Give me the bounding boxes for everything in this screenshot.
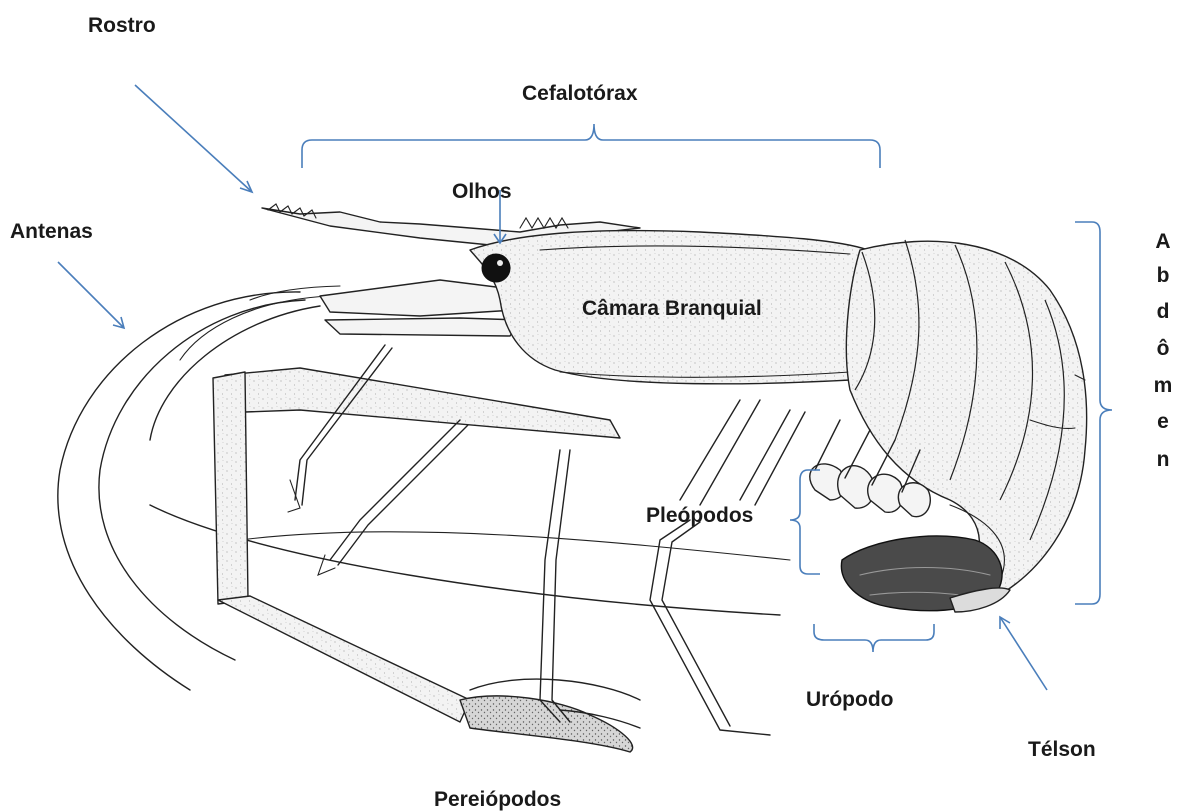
- antenas-pointer: [58, 262, 124, 328]
- abdomen-letter: m: [1154, 374, 1173, 397]
- tail-fan-drawing: [841, 536, 1010, 612]
- abdomen-letter: b: [1157, 264, 1170, 287]
- label-pereiopodos: Pereiópodos: [434, 788, 561, 811]
- rostro-pointer: [135, 85, 252, 192]
- claw-leg-drawing: [213, 368, 640, 752]
- label-pleopodos: Pleópodos: [646, 504, 753, 527]
- label-telson: Télson: [1028, 738, 1096, 761]
- label-antenas: Antenas: [10, 220, 93, 243]
- label-olhos: Olhos: [452, 180, 512, 203]
- cefalotorax-bracket: [302, 124, 880, 168]
- label-cefalotorax: Cefalotórax: [522, 82, 638, 105]
- abdomen-letter: ô: [1157, 337, 1170, 360]
- eye-drawing: [482, 254, 510, 282]
- abdomen-letter: e: [1157, 410, 1169, 433]
- abdomen-letter: n: [1157, 448, 1170, 471]
- uropodo-bracket: [814, 624, 934, 652]
- abdomen-letter: d: [1157, 300, 1170, 323]
- abdomen-letter: A: [1155, 230, 1170, 253]
- telson-pointer: [1000, 617, 1047, 690]
- label-rostro: Rostro: [88, 14, 156, 37]
- label-uropodo: Urópodo: [806, 688, 893, 711]
- label-abdomen-vertical: A b d ô m e n: [1154, 230, 1173, 471]
- label-camara-branquial: Câmara Branquial: [582, 297, 762, 320]
